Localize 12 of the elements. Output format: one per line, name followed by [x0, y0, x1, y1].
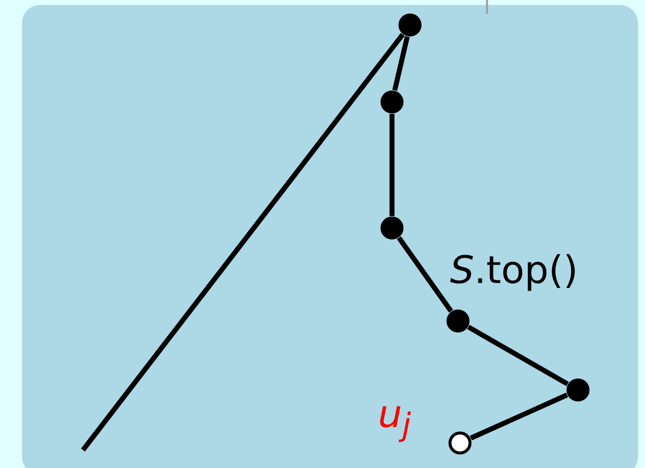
line-segment — [81, 32, 405, 452]
point — [380, 216, 404, 240]
point — [380, 90, 404, 114]
line-segment — [396, 236, 454, 313]
point — [566, 378, 590, 402]
line-segment — [467, 324, 569, 386]
point-label: u$_{j}$ — [378, 395, 411, 442]
line-segment — [470, 392, 568, 440]
point-label: S.top() — [450, 251, 578, 289]
line-segment — [390, 114, 394, 216]
point — [398, 13, 422, 37]
line-segment — [392, 36, 410, 91]
